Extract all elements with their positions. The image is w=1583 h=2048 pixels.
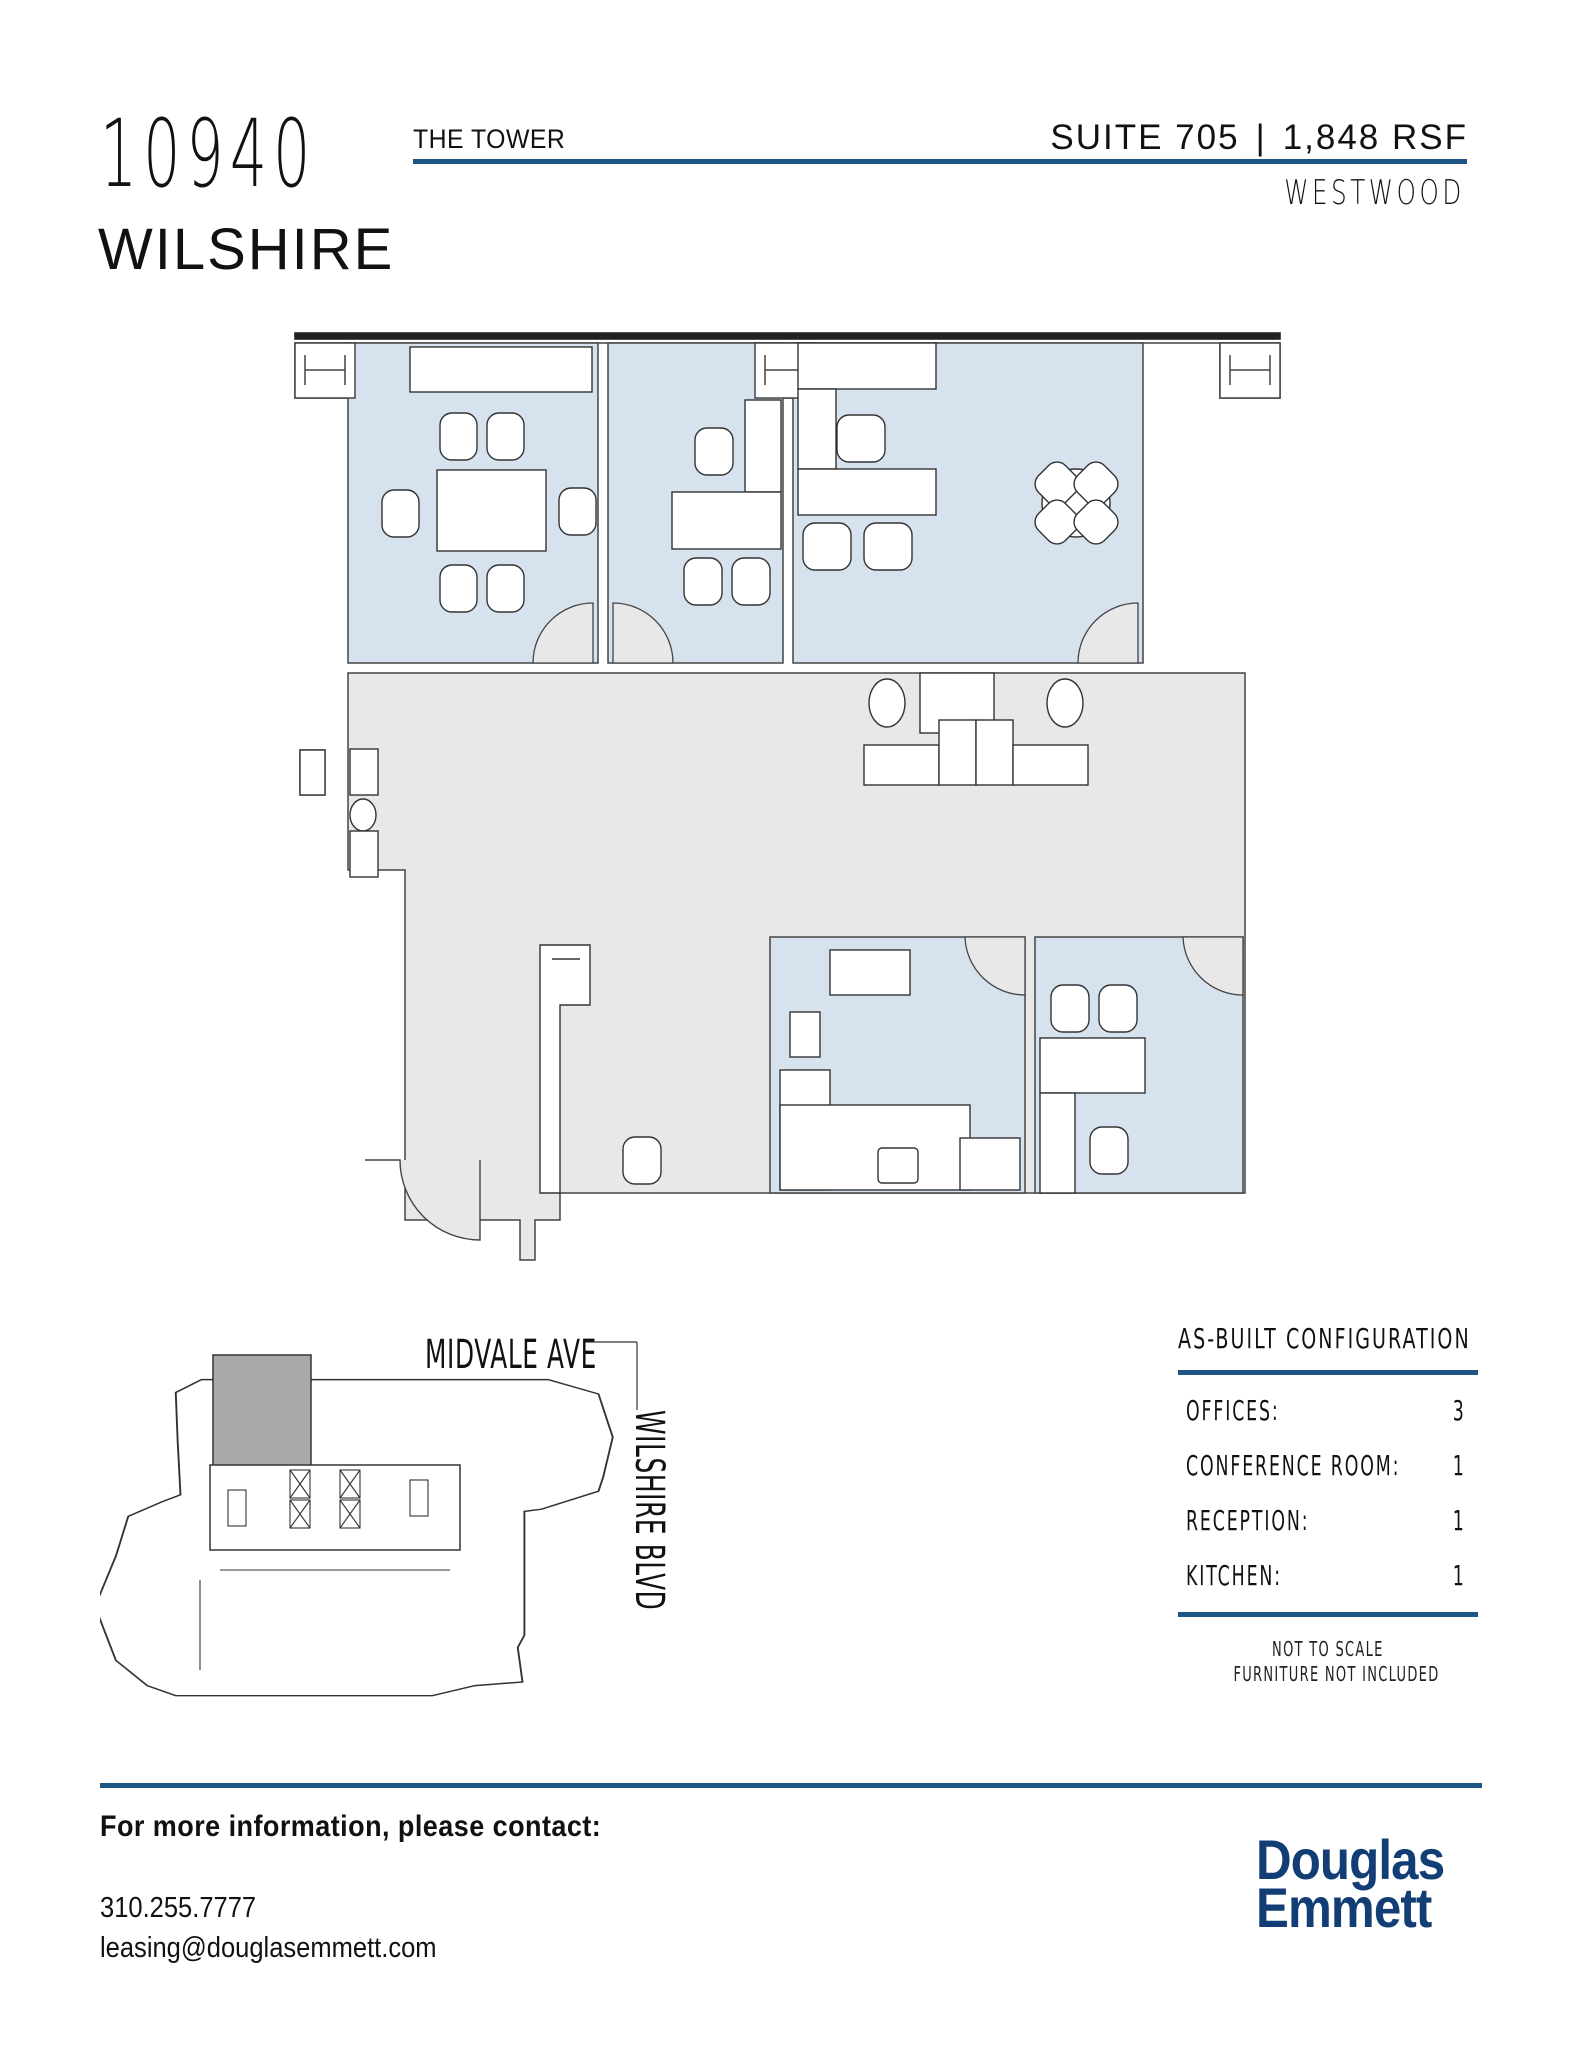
configuration-top-rule — [1178, 1370, 1478, 1375]
contact-phone[interactable]: 310.255.7777 — [100, 1892, 257, 1924]
reception-workstations — [299, 672, 1089, 1194]
suite-highlight — [212, 1354, 312, 1468]
configuration-title: AS-BUILT CONFIGURATION — [1178, 1322, 1471, 1355]
suite-separator: | — [1255, 118, 1267, 157]
suite-info: SUITE 705 | 1,848 RSF — [1050, 118, 1468, 158]
contact-email[interactable]: leasing@douglasemmett.com — [100, 1932, 437, 1964]
note-not-to-scale: NOT TO SCALE — [1272, 1637, 1384, 1661]
footer-divider — [100, 1783, 1482, 1788]
office-1-furniture — [671, 399, 782, 606]
office-3-furniture — [1039, 984, 1146, 1194]
floor-plan — [294, 332, 1281, 1261]
key-plan — [100, 1341, 638, 1697]
building-core — [209, 1464, 461, 1551]
address-number: 10940 — [100, 100, 317, 209]
configuration-bottom-rule — [1178, 1612, 1478, 1617]
logo-line-1: Douglas — [1256, 1828, 1445, 1891]
config-row-conference-room: CONFERENCE ROOM: 1 — [1186, 1449, 1476, 1489]
kitchen-furniture — [779, 949, 1021, 1191]
office-2-furniture — [797, 342, 1119, 571]
exterior-window-wall — [294, 332, 1281, 340]
building-name: THE TOWER — [413, 124, 566, 154]
config-value: 1 — [1452, 1559, 1464, 1592]
suite-number: SUITE 705 — [1050, 118, 1240, 157]
entry-door — [365, 1159, 481, 1241]
configuration-panel: AS-BUILT CONFIGURATION OFFICES: 3 CONFER… — [1178, 1322, 1478, 1686]
douglas-emmett-logo: Douglas Emmett — [1256, 1828, 1445, 1939]
config-row-reception: RECEPTION: 1 — [1186, 1504, 1476, 1544]
conference-furniture — [381, 346, 597, 613]
suite-area: 1,848 RSF — [1282, 118, 1468, 157]
logo-line-2: Emmett — [1256, 1876, 1432, 1939]
doors — [532, 602, 1139, 664]
config-row-kitchen: KITCHEN: 1 — [1186, 1559, 1476, 1599]
header-divider — [413, 159, 1467, 164]
note-furniture-not-included: FURNITURE NOT INCLUDED — [1233, 1662, 1440, 1686]
address-street: WILSHIRE — [98, 217, 395, 282]
config-row-offices: OFFICES: 3 — [1186, 1394, 1476, 1434]
contact-heading: For more information, please contact: — [100, 1810, 602, 1843]
config-label: CONFERENCE ROOM: — [1186, 1449, 1401, 1482]
config-label: OFFICES: — [1186, 1394, 1280, 1427]
config-value: 1 — [1452, 1504, 1464, 1537]
config-value: 1 — [1452, 1449, 1464, 1482]
neighborhood: WESTWOOD — [1284, 173, 1465, 213]
street-label-midvale: MIDVALE AVE — [425, 1332, 597, 1378]
config-label: KITCHEN: — [1186, 1559, 1282, 1592]
config-label: RECEPTION: — [1186, 1504, 1310, 1537]
config-value: 3 — [1452, 1394, 1464, 1427]
